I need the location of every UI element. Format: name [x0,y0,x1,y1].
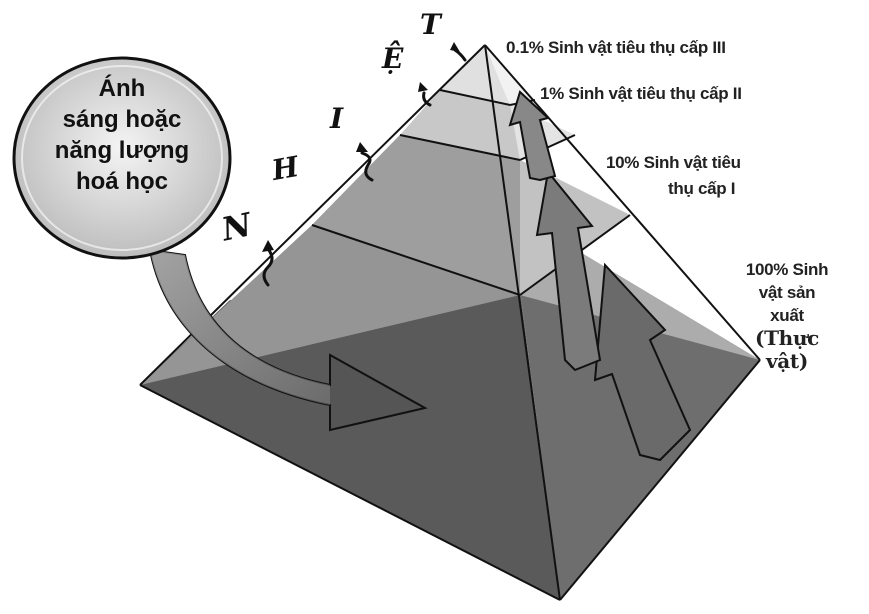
level-producer-text-5: vật) [722,350,852,373]
energy-source-line-2: sáng hoặc [22,104,222,135]
heat-letter-t: T [420,8,441,41]
level-producer-text-3: xuất [722,304,852,327]
level-consumer3-percent: 0.1% [506,38,544,57]
level-consumer1-percent: 10% [606,153,639,172]
level-producer-text-1: Sinh [793,260,829,279]
heat-letter-h: H [269,150,301,187]
level-producer-text-2: vật sản [722,281,852,304]
level-consumer2-percent: 1% [540,84,564,103]
heat-letter-i: I [330,102,343,135]
energy-source-line-4: hoá học [22,166,222,197]
level-producer-label: 100% Sinh vật sản xuất (Thực vật) [722,258,852,373]
level-consumer2-label: 1% Sinh vật tiêu thụ cấp II [540,84,742,104]
energy-source-line-1: Ánh [22,73,222,104]
level-producer-text-4: (Thực [722,327,852,350]
level-consumer3-text: Sinh vật tiêu thụ cấp III [548,38,726,57]
level-producer-percent: 100% [746,260,788,279]
energy-source-label: Ánh sáng hoặc năng lượng hoá học [22,73,222,197]
level-consumer1-text-1: Sinh vật tiêu [644,153,741,172]
level-consumer1-text-2: thụ cấp I [606,176,741,202]
level-consumer3-label: 0.1% Sinh vật tiêu thụ cấp III [506,38,726,58]
energy-source-line-3: năng lượng [22,135,222,166]
level-consumer2-text: Sinh vật tiêu thụ cấp II [568,84,741,103]
heat-letter-e: Ệ [382,42,403,75]
level-consumer1-label: 10% Sinh vật tiêu thụ cấp I [606,150,741,202]
